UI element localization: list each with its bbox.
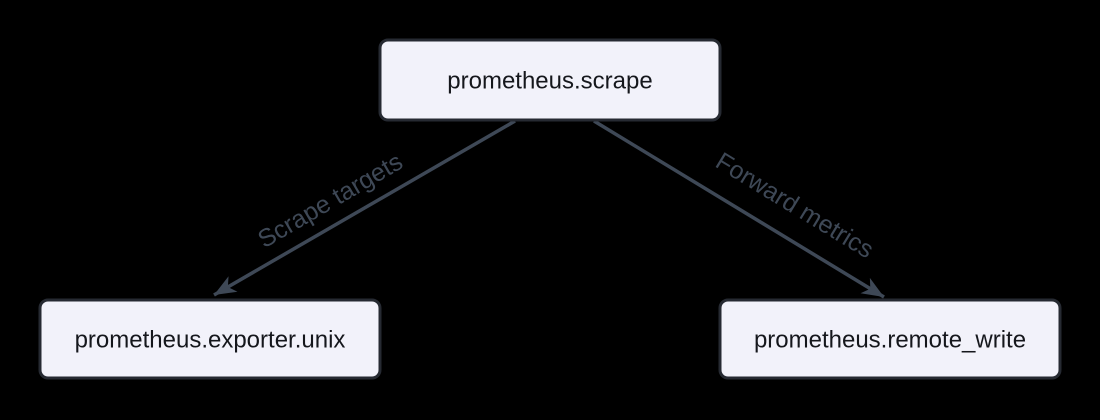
edge-line-scrape-targets <box>213 119 516 297</box>
node-box-prometheus-scrape <box>378 38 722 122</box>
edge-line-forward-metrics <box>593 119 885 299</box>
node-prometheus-exporter-unix: prometheus.exporter.unix <box>38 298 382 380</box>
node-label-prometheus-remote-write: prometheus.remote_write <box>754 326 1026 353</box>
node-box-prometheus-exporter-unix <box>38 298 382 380</box>
node-box-prometheus-remote-write <box>718 298 1062 380</box>
edge-forward-metrics: Forward metrics <box>593 119 885 299</box>
node-label-prometheus-exporter-unix: prometheus.exporter.unix <box>75 326 346 353</box>
node-prometheus-scrape: prometheus.scrape <box>378 38 722 122</box>
edge-scrape-targets: Scrape targets <box>213 119 516 297</box>
node-prometheus-remote-write: prometheus.remote_write <box>718 298 1062 380</box>
edge-label-scrape-targets: Scrape targets <box>253 148 408 254</box>
node-label-prometheus-scrape: prometheus.scrape <box>447 67 652 94</box>
